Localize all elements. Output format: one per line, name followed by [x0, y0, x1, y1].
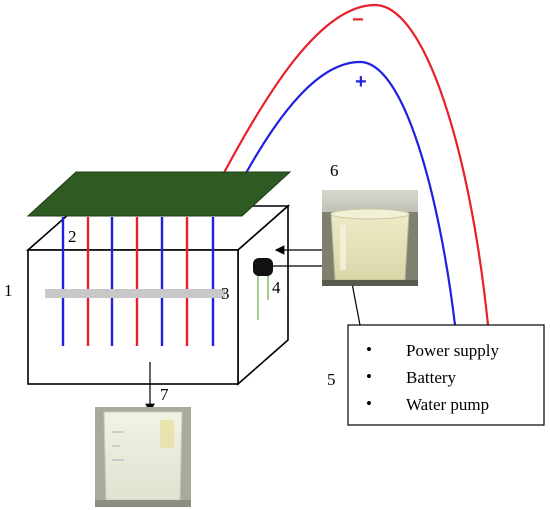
list-bullet: •	[366, 367, 372, 386]
label-1: 1	[4, 281, 13, 300]
negative-wire	[217, 3, 490, 326]
negative-sign: −	[352, 9, 364, 31]
support-rod	[45, 289, 225, 298]
component-list-box: • Power supply • Battery • Water pump	[347, 324, 545, 426]
beaker-photo-raw-sample	[322, 190, 418, 286]
list-item-water-pump: Water pump	[406, 395, 489, 414]
list-item-power-supply: Power supply	[406, 341, 500, 360]
list-item-battery: Battery	[406, 368, 457, 387]
positive-wire	[239, 60, 457, 326]
electrode-array	[61, 217, 215, 346]
electrode-holder-plate	[26, 171, 292, 217]
label-7: 7	[160, 385, 169, 404]
box-front-face	[27, 249, 239, 385]
label-3: 3	[221, 284, 230, 303]
sensor-probe	[253, 258, 273, 320]
label-2: 2	[68, 227, 77, 246]
label-5: 5	[327, 370, 336, 389]
label-4: 4	[272, 278, 281, 297]
list-bullet: •	[366, 340, 372, 359]
beaker-photo-treated-sample	[95, 407, 191, 507]
list-bullet: •	[366, 394, 372, 413]
label-6: 6	[330, 161, 339, 180]
positive-sign: +	[355, 71, 367, 93]
